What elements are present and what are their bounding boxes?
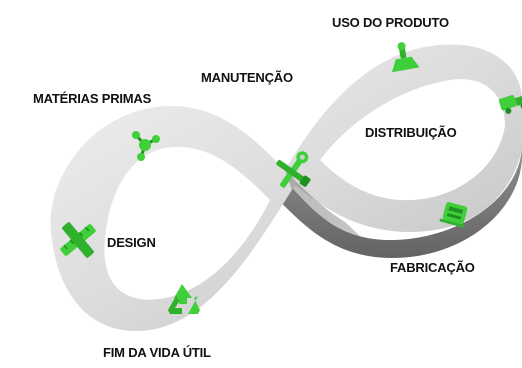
recycle-icon: [168, 284, 200, 314]
label-manutencao: MANUTENÇÃO: [201, 70, 293, 85]
label-fabricacao: FABRICAÇÃO: [390, 260, 475, 275]
label-distribuicao: DISTRIBUIÇÃO: [365, 125, 457, 140]
factory-machine-icon: [439, 202, 468, 228]
label-design: DESIGN: [107, 235, 156, 250]
molecule-icon: [132, 131, 160, 161]
product-icon: [391, 42, 420, 73]
label-uso-do-produto: USO DO PRODUTO: [332, 15, 449, 30]
wrench-screwdriver-icon: [276, 151, 311, 188]
pencil-ruler-icon: [60, 222, 96, 258]
label-materias-primas: MATÉRIAS PRIMAS: [33, 91, 152, 106]
crossing-shadow: [285, 170, 360, 236]
label-fim-da-vida-util: FIM DA VIDA ÚTIL: [103, 345, 211, 360]
band-surface: [50, 44, 522, 332]
